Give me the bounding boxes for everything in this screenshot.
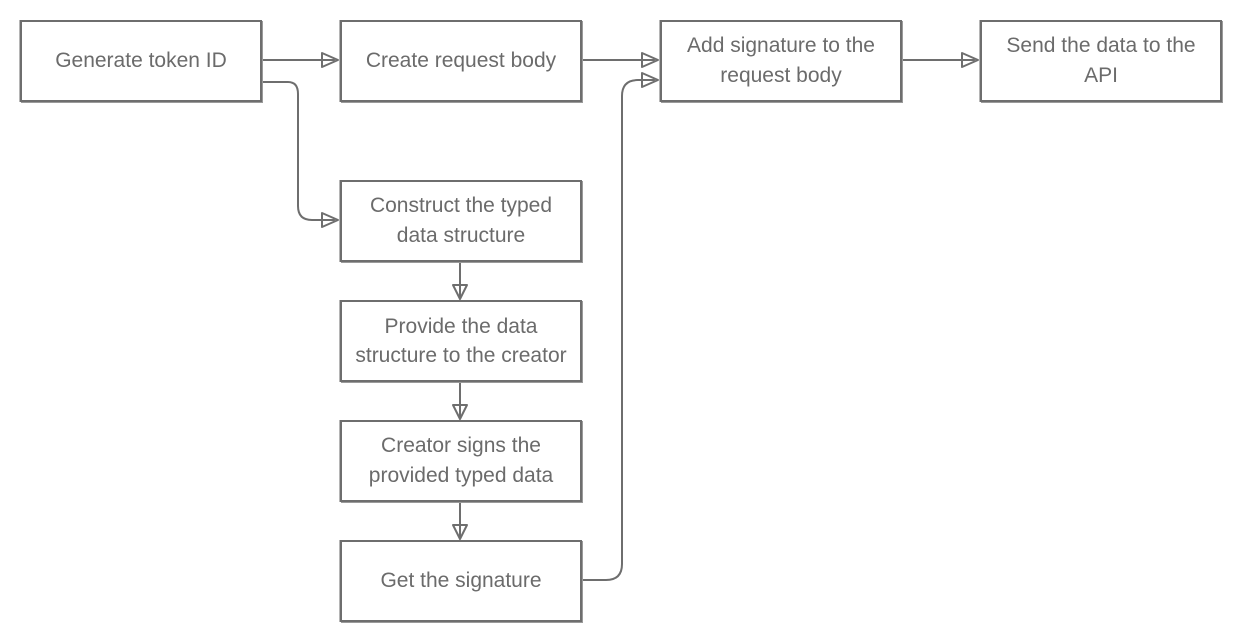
edge-get-sig-to-add-signature xyxy=(581,79,655,581)
node-add-signature: Add signature to the request body xyxy=(660,20,902,102)
arrowhead-signs xyxy=(452,404,468,420)
node-send-data-to-api: Send the data to the API xyxy=(980,20,1222,102)
node-create-request-body: Create request body xyxy=(340,20,582,102)
arrowhead-add-signature-bottom xyxy=(641,72,659,88)
node-creator-signs: Creator signs the provided typed data xyxy=(340,420,582,502)
arrowhead-add-signature-top xyxy=(641,52,659,68)
node-construct-typed-data: Construct the typed data structure xyxy=(340,180,582,262)
arrowhead-send xyxy=(961,52,979,68)
node-generate-token-id: Generate token ID xyxy=(20,20,262,102)
edge-generate-to-construct xyxy=(261,81,335,221)
arrowhead-get-sig xyxy=(452,524,468,540)
arrowhead-create-body xyxy=(321,52,339,68)
arrowhead-construct xyxy=(321,212,339,228)
node-get-signature: Get the signature xyxy=(340,540,582,622)
node-provide-data-structure: Provide the data structure to the creato… xyxy=(340,300,582,382)
arrowhead-provide xyxy=(452,284,468,300)
